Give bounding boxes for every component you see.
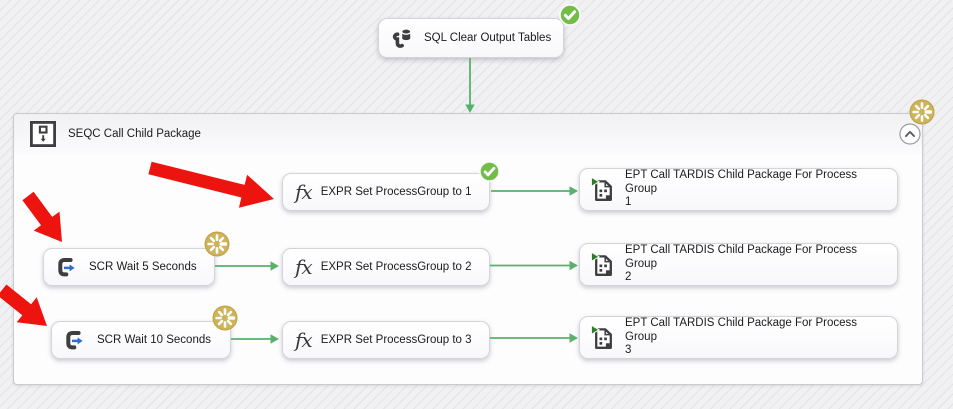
- task-expr-set-processgroup-1[interactable]: fx EXPR Set ProcessGroup to 1: [282, 173, 490, 211]
- in-progress-badge: [909, 99, 935, 125]
- sequence-container[interactable]: SEQC Call Child Package fx: [13, 99, 935, 385]
- task-label: EXPR Set ProcessGroup to 1: [320, 186, 472, 198]
- task-label: SCR Wait 5 Seconds: [89, 261, 197, 273]
- expression-task-icon: fx: [295, 255, 313, 279]
- task-ept-call-tardis-child-package-3[interactable]: EPT Call TARDIS Child Package For Proces…: [579, 316, 898, 359]
- task-scr-wait-5-seconds[interactable]: SCR Wait 5 Seconds: [43, 248, 215, 286]
- sequence-container-icon: [29, 120, 57, 148]
- in-progress-badge: [204, 231, 230, 257]
- sql-task-icon: [389, 25, 415, 51]
- task-ept-call-tardis-child-package-1[interactable]: EPT Call TARDIS Child Package For Proces…: [579, 168, 898, 211]
- task-scr-wait-10-seconds[interactable]: SCR Wait 10 Seconds: [51, 321, 231, 359]
- task-label: EPT Call TARDIS Child Package For Proces…: [625, 169, 857, 209]
- execute-package-task-icon: [590, 175, 616, 204]
- success-badge: [559, 4, 581, 26]
- task-label: SCR Wait 10 Seconds: [97, 334, 211, 346]
- container-title: SEQC Call Child Package: [68, 128, 201, 140]
- expression-task-icon: fx: [295, 180, 313, 204]
- task-label: EPT Call TARDIS Child Package For Proces…: [625, 317, 857, 357]
- task-ept-call-tardis-child-package-2[interactable]: EPT Call TARDIS Child Package For Proces…: [579, 243, 898, 286]
- execute-package-task-icon: [590, 250, 616, 279]
- script-task-icon: [62, 327, 88, 353]
- sequence-container-header[interactable]: SEQC Call Child Package: [14, 114, 922, 154]
- task-label: EPT Call TARDIS Child Package For Proces…: [625, 244, 857, 284]
- task-sql-clear-output-tables[interactable]: SQL Clear Output Tables: [378, 18, 564, 58]
- task-label: SQL Clear Output Tables: [424, 32, 552, 44]
- in-progress-badge: [212, 305, 238, 331]
- task-expr-set-processgroup-3[interactable]: fx EXPR Set ProcessGroup to 3: [282, 321, 490, 359]
- task-label: EXPR Set ProcessGroup to 2: [320, 261, 472, 273]
- chevron-up-icon: [905, 131, 915, 137]
- execute-package-task-icon: [590, 323, 616, 352]
- task-label: EXPR Set ProcessGroup to 3: [320, 334, 472, 346]
- task-expr-set-processgroup-2[interactable]: fx EXPR Set ProcessGroup to 2: [282, 248, 490, 286]
- success-badge: [479, 161, 500, 182]
- script-task-icon: [54, 254, 80, 280]
- expression-task-icon: fx: [295, 328, 313, 352]
- collapse-button[interactable]: [899, 123, 921, 145]
